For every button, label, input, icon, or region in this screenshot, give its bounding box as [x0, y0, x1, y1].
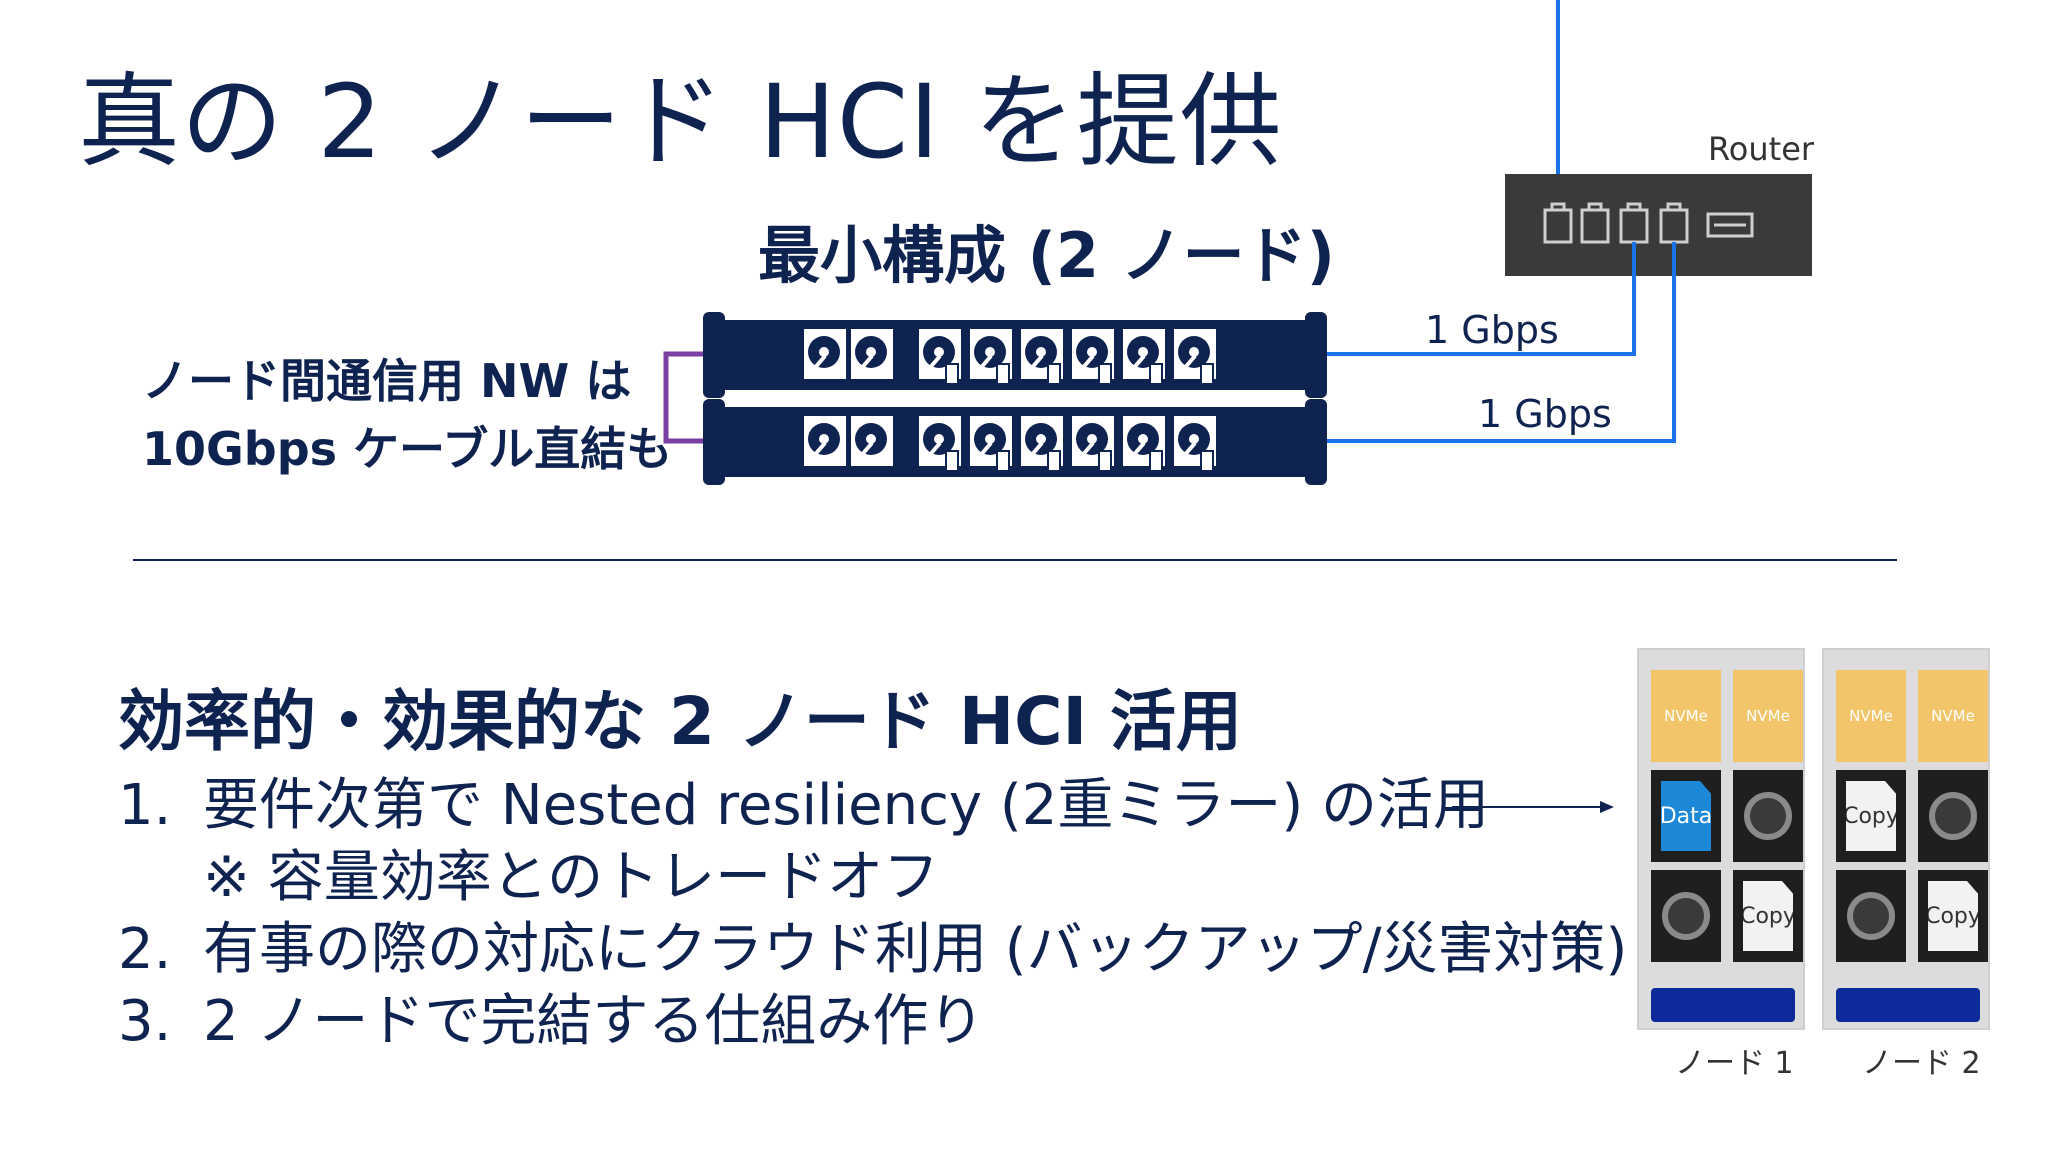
- arrow-icon: [1452, 801, 1614, 813]
- router-label: Router: [1708, 130, 1815, 168]
- disk-bay-icon: [802, 327, 848, 381]
- data-tile: Data: [1651, 770, 1721, 862]
- link-1: [1325, 242, 1636, 356]
- direct-link: [663, 351, 712, 444]
- disk-bay-icon: [1019, 414, 1065, 472]
- disk-bay-icon: [849, 327, 895, 381]
- disk-bay-icon: [1019, 327, 1065, 385]
- node-base-icon: [1836, 988, 1980, 1022]
- copy-tile: Copy: [1918, 870, 1988, 962]
- disk-icon: [1918, 770, 1988, 862]
- list-item: 1.要件次第で Nested resiliency (2重ミラー) の活用: [118, 773, 1489, 838]
- disk-bay-icon: [1121, 327, 1167, 385]
- disk-bay-icon: [1172, 414, 1218, 472]
- router-box: [1505, 174, 1812, 276]
- server-node-2: [703, 399, 1327, 485]
- disk-bay-icon: [968, 327, 1014, 385]
- note-line-2: 10Gbps ケーブル直結も: [142, 422, 673, 476]
- router-port-1: [1543, 202, 1573, 244]
- router-port-2: [1580, 202, 1610, 244]
- list-item: 2.有事の際の対応にクラウド利用 (バックアップ/災害対策): [118, 917, 1628, 982]
- router-ports: [1543, 202, 1754, 244]
- copy-tile: Copy: [1836, 770, 1906, 862]
- router-port-4: [1659, 202, 1689, 244]
- server-node-1: [703, 312, 1327, 398]
- link-2: [1325, 242, 1676, 443]
- node-base-icon: [1651, 988, 1795, 1022]
- router-usb-port: [1706, 212, 1754, 238]
- copy-tile: Copy: [1733, 870, 1803, 962]
- network-diagram: [663, 0, 1812, 485]
- disk-bay-icon: [968, 414, 1014, 472]
- disk-bay-icon: [917, 327, 963, 385]
- list-item: ※ 容量効率とのトレードオフ: [203, 845, 940, 910]
- link-1-label: 1 Gbps: [1425, 308, 1559, 352]
- section-divider: [133, 559, 1897, 561]
- nvme-slot: NVMe: [1836, 670, 1906, 762]
- disk-bay-icon: [1070, 414, 1116, 472]
- page-title: 真の 2 ノード HCI を提供: [78, 63, 1283, 182]
- disk-icon: [1651, 870, 1721, 962]
- nvme-slot: NVMe: [1733, 670, 1803, 762]
- nvme-slot: NVMe: [1651, 670, 1721, 762]
- disk-bay-icon: [1070, 327, 1116, 385]
- usage-list: 1.要件次第で Nested resiliency (2重ミラー) の活用 ※ …: [118, 770, 1627, 1058]
- list-item: 3.2 ノードで完結する仕組み作り: [118, 989, 985, 1054]
- disk-bay-icon: [917, 414, 963, 472]
- node-2-label: ノード 2: [1862, 1046, 1981, 1081]
- diagram-subtitle: 最小構成 (2 ノード): [758, 219, 1335, 292]
- router-port-3: [1619, 202, 1649, 244]
- section-heading: 効率的・効果的な 2 ノード HCI 活用: [118, 683, 1243, 760]
- disk-bay-icon: [1172, 327, 1218, 385]
- link-2-label: 1 Gbps: [1478, 392, 1612, 436]
- node-1-label: ノード 1: [1675, 1046, 1794, 1081]
- disk-icon: [1733, 770, 1803, 862]
- disk-bay-icon: [802, 414, 848, 468]
- disk-bay-icon: [1121, 414, 1167, 472]
- disk-bay-icon: [849, 414, 895, 468]
- note-line-1: ノード間通信用 NW は: [142, 354, 632, 408]
- disk-icon: [1836, 870, 1906, 962]
- nvme-slot: NVMe: [1918, 670, 1988, 762]
